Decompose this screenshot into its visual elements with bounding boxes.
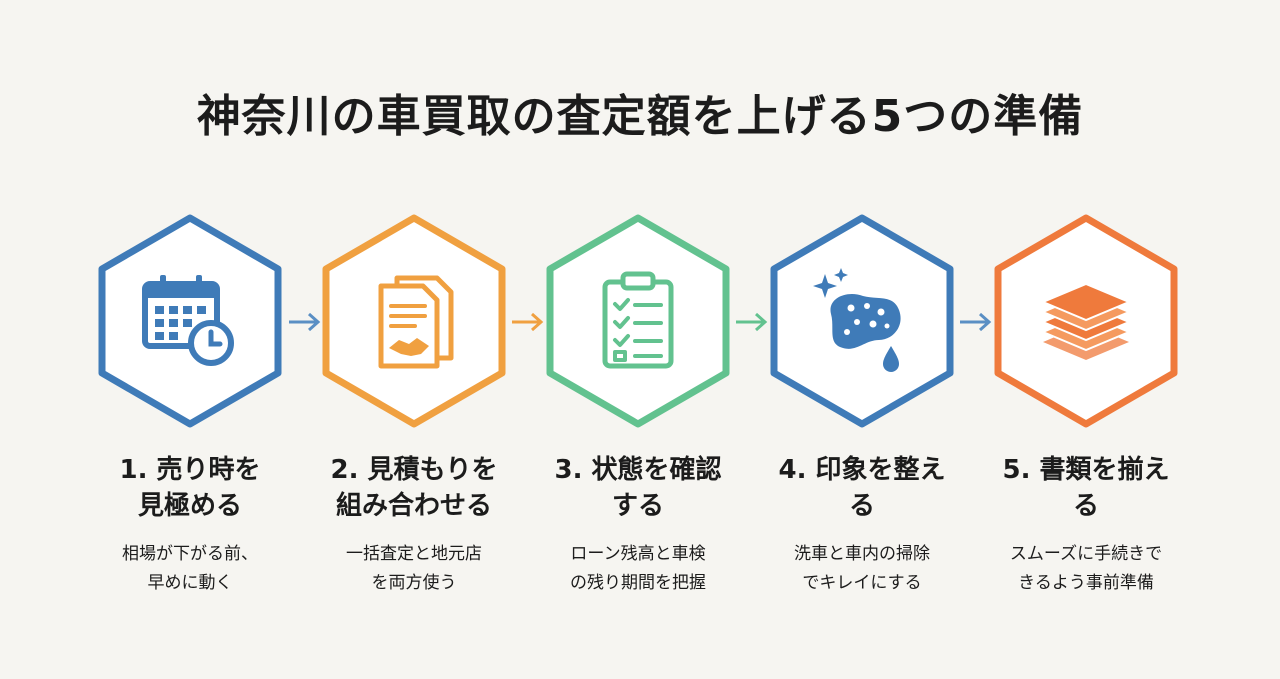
- step-3-desc-line2: の残り期間を把握: [570, 573, 706, 593]
- step-1-title: 1. 売り時を 見極める: [80, 452, 300, 524]
- step-5-desc-line2: きるよう事前準備: [1018, 573, 1154, 593]
- step-4-desc-line2: でキレイにする: [802, 573, 922, 593]
- step-2-title-line2: 組み合わせる: [335, 491, 492, 521]
- step-1-title-line2: 見極める: [137, 491, 242, 521]
- sponge-sparkle-icon: [813, 268, 901, 372]
- calendar-clock-icon: [142, 275, 234, 366]
- arrow-right-icon: [960, 312, 992, 332]
- step-3-hexagon: [540, 210, 736, 432]
- step-4-title-line2: る: [848, 491, 875, 521]
- step-4-title: 4. 印象を整え る: [752, 452, 972, 524]
- step-2-hexagon: [316, 210, 512, 432]
- step-2-desc-line2: を両方使う: [371, 573, 457, 593]
- arrow-right-icon: [736, 312, 768, 332]
- arrow-right-icon: [512, 312, 544, 332]
- step-5-description: スムーズに手続きで きるよう事前準備: [976, 540, 1196, 598]
- step-1-hexagon: [92, 210, 288, 432]
- step-2-title: 2. 見積もりを 組み合わせる: [304, 452, 524, 524]
- step-5-hexagon: [988, 210, 1184, 432]
- page-title: 神奈川の車買取の査定額を上げる5つの準備: [196, 91, 1084, 142]
- step-4-description: 洗車と車内の掃除 でキレイにする: [752, 540, 972, 598]
- step-3-title: 3. 状態を確認 する: [528, 452, 748, 524]
- step-1-desc-line2: 早めに動く: [147, 573, 233, 593]
- documents-handshake-icon: [378, 275, 454, 369]
- step-1-desc-line1: 相場が下がる前、: [122, 544, 258, 564]
- arrow-right-icon: [289, 312, 321, 332]
- step-1-title-line1: 1. 売り時を: [119, 455, 261, 485]
- step-3-desc-line1: ローン残高と車検: [570, 544, 706, 564]
- document-stack-icon: [1040, 282, 1132, 360]
- step-4-desc-line1: 洗車と車内の掃除: [794, 544, 930, 564]
- clipboard-checklist-icon: [602, 271, 674, 369]
- step-2-desc-line1: 一括査定と地元店: [346, 544, 482, 564]
- step-5-title-line1: 5. 書類を揃え: [1002, 455, 1170, 485]
- step-5-title: 5. 書類を揃え る: [976, 452, 1196, 524]
- step-4-title-line1: 4. 印象を整え: [778, 455, 946, 485]
- step-2-title-line1: 2. 見積もりを: [330, 455, 498, 485]
- step-5-desc-line1: スムーズに手続きで: [1009, 544, 1163, 564]
- step-3-title-line1: 3. 状態を確認: [554, 455, 722, 485]
- step-2-description: 一括査定と地元店 を両方使う: [304, 540, 524, 598]
- step-3-description: ローン残高と車検 の残り期間を把握: [528, 540, 748, 598]
- step-1-description: 相場が下がる前、 早めに動く: [80, 540, 300, 598]
- step-3-title-line2: する: [611, 491, 664, 521]
- step-4-hexagon: [764, 210, 960, 432]
- step-5-title-line2: る: [1072, 491, 1099, 521]
